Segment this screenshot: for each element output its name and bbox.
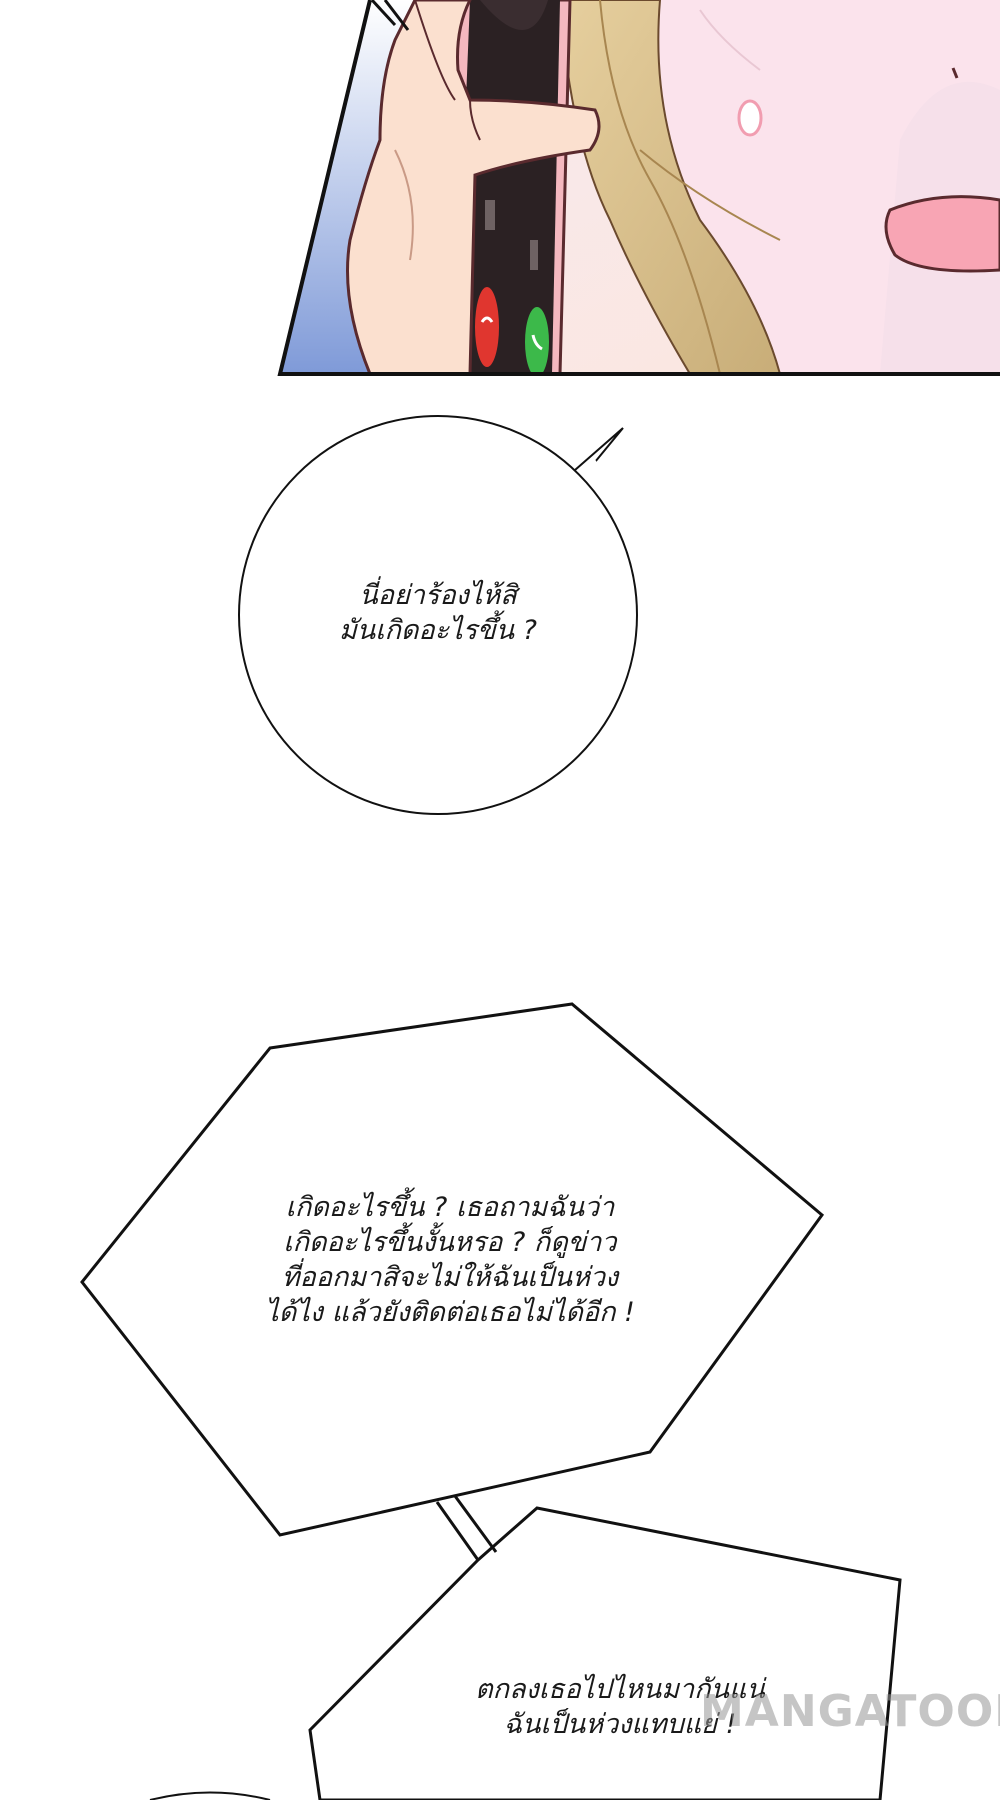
mouth — [884, 195, 1000, 273]
bubble-1-line: มันเกิดอะไรขึ้น ? — [339, 615, 537, 646]
bubble-2-line: ที่ออกมาสิจะไม่ให้ฉันเป็นห่วง — [281, 1262, 619, 1293]
phone-decline-icon — [475, 287, 499, 367]
hand — [346, 0, 601, 374]
bubble-2-text: เกิดอะไรขึ้น ? เธอถามฉันว่า เกิดอะไรขึ้น… — [250, 1190, 650, 1330]
bubble-2-line: เกิดอะไรขึ้นงั้นหรอ ? ก็ดูข่าว — [283, 1227, 617, 1258]
top-panel-art — [280, 0, 1000, 374]
bubble-3-text: ตกลงเธอไปไหนมากันแน่ ฉันเป็นห่วงแทบแย่ ! — [450, 1672, 790, 1742]
speech-bubble-2 — [80, 1002, 825, 1537]
bubble-1-line: นี่อย่าร้องไห้สิ — [359, 580, 517, 611]
bubble-3-line: ฉันเป็นห่วงแทบแย่ ! — [503, 1709, 737, 1740]
speech-bubble-3 — [149, 1495, 902, 1800]
bubble-1-text: นี่อย่าร้องไห้สิ มันเกิดอะไรขึ้น ? — [298, 578, 578, 648]
mangatoon-watermark: MANGATOON — [700, 1686, 1000, 1737]
bubble-3-line: ตกลงเธอไปไหนมากันแน่ — [475, 1674, 765, 1705]
speech-bubble-1 — [238, 415, 638, 815]
bubble-2-line: ได้ไง แล้วยังติดต่อเธอไม่ได้อีก ! — [265, 1297, 635, 1328]
bubble-2-line: เกิดอะไรขึ้น ? เธอถามฉันว่า — [285, 1192, 615, 1223]
